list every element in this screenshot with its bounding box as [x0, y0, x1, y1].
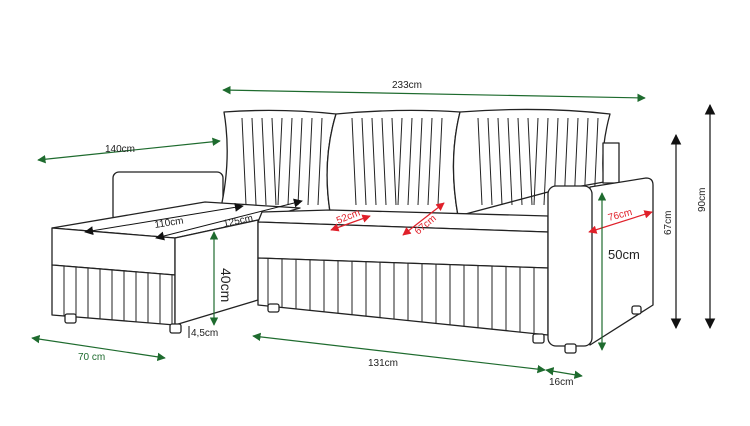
label-67-height: 67cm [663, 211, 674, 235]
sofa-outline [51, 108, 654, 354]
back-stripe [351, 117, 357, 206]
back-frame [602, 142, 620, 184]
width-233-arrow [222, 85, 646, 103]
back-stripe [287, 117, 293, 206]
label-40: 40cm [218, 268, 234, 302]
back-stripe [477, 117, 483, 206]
label-233: 233cm [392, 80, 422, 91]
seat-52-arrow [330, 214, 371, 232]
back-stripe [307, 117, 313, 206]
label-4-5: 4,5cm [191, 328, 218, 339]
back-stripe [277, 117, 283, 206]
label-131: 131cm [368, 358, 398, 369]
back-stripe [417, 117, 423, 206]
main-base-front [257, 257, 549, 336]
length-125-arrow [155, 198, 303, 241]
back-stripe [507, 117, 513, 206]
chaise-side [174, 219, 259, 326]
length-140-arrow [37, 137, 221, 164]
back-stripe [261, 117, 267, 206]
back-stripe [407, 117, 413, 206]
label-16: 16cm [549, 377, 573, 388]
width-70-arrow [31, 334, 166, 362]
back-stripe [317, 117, 323, 206]
width-16-arrow [545, 367, 583, 379]
back-stripe [437, 117, 443, 206]
back-stripe [251, 117, 257, 206]
back-stripe [361, 117, 367, 206]
label-110: 110cm [154, 216, 185, 231]
back-stripe [487, 117, 493, 206]
back-stripe [241, 117, 247, 206]
label-90: 90cm [697, 188, 708, 212]
back-stripe [427, 117, 433, 206]
label-50: 50cm [608, 247, 640, 262]
dimension-lines [31, 85, 716, 379]
back-stripe [381, 117, 387, 206]
right-armrest-front [547, 185, 593, 347]
back-stripe [533, 117, 539, 206]
back-stripe [391, 117, 397, 206]
seat-67-arrow [402, 202, 445, 236]
back-stripe [543, 117, 549, 206]
label-140: 140cm [105, 144, 135, 155]
back-stripe [527, 117, 533, 206]
back-stripe [397, 117, 403, 206]
back-stripe [371, 117, 377, 206]
back-stripe [497, 117, 503, 206]
label-70: 70 cm [78, 352, 105, 363]
back-stripe [271, 117, 277, 206]
back-stripe [297, 117, 303, 206]
width-131-arrow [252, 332, 546, 374]
back-stripe [517, 117, 523, 206]
